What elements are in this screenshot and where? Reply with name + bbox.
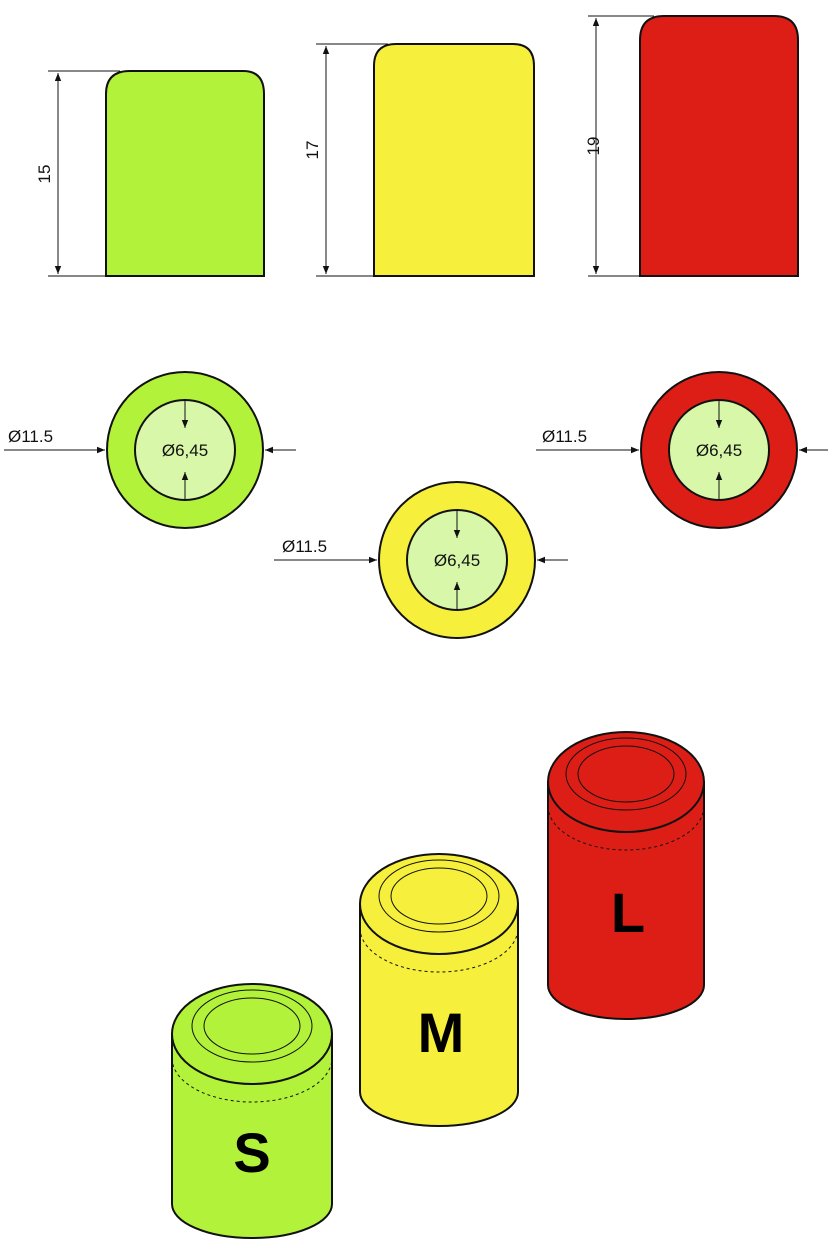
iso-top-medium	[359, 853, 519, 955]
height-label-medium: 17	[303, 141, 322, 160]
top-view-medium: Ø11.5 Ø6,45	[274, 481, 568, 639]
side-body-small	[105, 70, 265, 277]
iso-view-medium: M	[359, 853, 519, 1127]
size-letter-small: S	[233, 1121, 270, 1184]
inner-dia-label-large: Ø6,45	[696, 441, 742, 460]
side-view-large: 19	[584, 15, 799, 277]
inner-dia-label-medium: Ø6,45	[434, 551, 480, 570]
side-body-medium	[373, 43, 535, 277]
iso-body-small	[171, 1033, 333, 1239]
side-body-large	[639, 15, 799, 277]
iso-body-medium	[359, 903, 519, 1127]
outer-dia-label-medium: Ø11.5	[282, 537, 327, 556]
iso-body-large	[547, 781, 705, 1020]
size-letter-medium: M	[418, 1001, 465, 1064]
outer-dia-label-large: Ø11.5	[542, 427, 587, 446]
top-view-large: Ø11.5 Ø6,45	[536, 371, 828, 529]
inner-dia-label-small: Ø6,45	[162, 441, 208, 460]
height-label-large: 19	[584, 137, 603, 156]
side-view-medium: 17	[303, 43, 535, 277]
iso-view-small: S	[171, 983, 333, 1239]
iso-view-large: L	[547, 731, 705, 1020]
outer-dia-label-small: Ø11.5	[8, 427, 53, 446]
iso-top-small	[171, 983, 333, 1085]
size-letter-large: L	[611, 881, 645, 944]
iso-top-large	[547, 731, 705, 833]
top-view-small: Ø11.5 Ø6,45	[4, 371, 296, 529]
side-view-small: 15	[35, 70, 265, 277]
height-label-small: 15	[35, 165, 54, 184]
